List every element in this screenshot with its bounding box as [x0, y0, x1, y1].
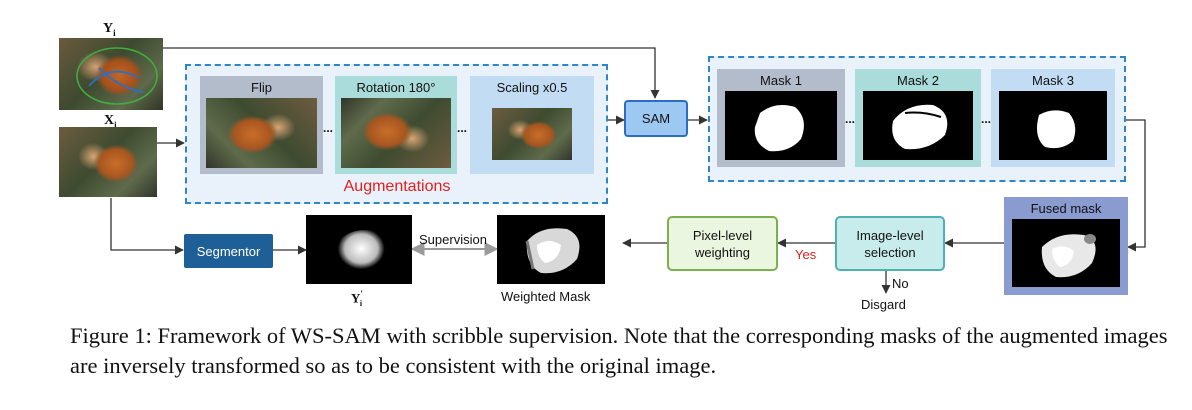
- input-image: [59, 127, 157, 197]
- rotated-image: [341, 98, 451, 168]
- selection-line-2: selection: [864, 244, 916, 260]
- scribble-label-sub: i: [113, 27, 116, 38]
- augment-panel-label: Scaling x0.5: [496, 80, 568, 95]
- mask-shape-2-icon: [892, 104, 948, 150]
- augment-ellipsis-2: ...: [457, 121, 468, 135]
- supervision-label: Supervision: [419, 232, 487, 247]
- fused-mask-image: [1012, 219, 1120, 287]
- mask-panel-label: Mask 2: [897, 73, 939, 88]
- mask-image-2: [863, 91, 973, 160]
- mask-image-1: [725, 91, 837, 160]
- prediction-label-sub: i: [359, 298, 363, 308]
- weighted-mask-image: [497, 215, 605, 284]
- scribble-image: [59, 38, 163, 110]
- fused-mask-label: Fused mask: [1030, 201, 1102, 216]
- scribble-strokes-icon: [76, 47, 158, 105]
- prediction-image: [306, 215, 412, 284]
- augment-ellipsis-1: ...: [323, 121, 334, 135]
- prediction-label-text: Y: [351, 290, 361, 306]
- mask-panel-2: Mask 2: [855, 69, 981, 167]
- mask-ellipsis-1: ...: [845, 112, 856, 126]
- image-label-text: X: [104, 113, 115, 128]
- augmentations-title: Augmentations: [343, 178, 451, 195]
- image-level-selection-node: Image-level selection: [835, 216, 945, 271]
- augment-panel-label: Flip: [251, 80, 272, 95]
- image-label: Xi: [104, 113, 117, 130]
- mask-panel-label: Mask 3: [1032, 73, 1074, 88]
- fused-mask-panel: Fused mask: [1004, 197, 1128, 295]
- segmentor-node: Segmentor: [184, 234, 273, 268]
- sam-node: SAM: [624, 100, 688, 137]
- image-label-sub: i: [114, 119, 117, 130]
- mask-shape-1-icon: [754, 105, 804, 152]
- prediction-shape-icon: [337, 230, 385, 272]
- weighting-line-2: weighting: [695, 244, 750, 260]
- pixel-level-weighting-node: Pixel-level weighting: [667, 216, 778, 271]
- weighting-line-1: Pixel-level: [692, 227, 753, 243]
- yes-label: Yes: [795, 247, 817, 262]
- figure-caption: Figure 1: Framework of WS-SAM with scrib…: [70, 323, 1168, 378]
- mask-panel-1: Mask 1: [717, 69, 845, 167]
- scribble-label-text: Y: [103, 21, 114, 36]
- scaled-image: [492, 108, 572, 160]
- prediction-label: Y'i: [351, 289, 363, 308]
- prediction-label-sup: ': [360, 289, 363, 299]
- input-to-segmentor-arrow: [110, 198, 184, 255]
- selection-line-1: Image-level: [856, 227, 924, 243]
- mask-panel-label: Mask 1: [760, 73, 802, 88]
- masks-to-fused-arrow: [1126, 119, 1146, 252]
- fused-shape-icon: [1041, 234, 1096, 278]
- augment-panel-scaling: Scaling x0.5: [470, 76, 594, 174]
- no-label: No: [892, 276, 909, 291]
- augment-panel-flip: Flip: [200, 76, 323, 174]
- mask-image-3: [999, 91, 1107, 160]
- flipped-image: [206, 98, 317, 168]
- weighted-mask-label: Weighted Mask: [501, 289, 591, 304]
- augment-panel-rotation: Rotation 180°: [335, 76, 457, 174]
- weighted-shape-icon: [525, 228, 580, 274]
- mask-shape-3-icon: [1037, 110, 1076, 149]
- mask-ellipsis-2: ...: [981, 112, 992, 126]
- mask-panel-3: Mask 3: [991, 69, 1115, 167]
- disgard-label: Disgard: [861, 297, 906, 312]
- scribble-label: Yi: [103, 21, 116, 38]
- augment-panel-label: Rotation 180°: [356, 80, 436, 95]
